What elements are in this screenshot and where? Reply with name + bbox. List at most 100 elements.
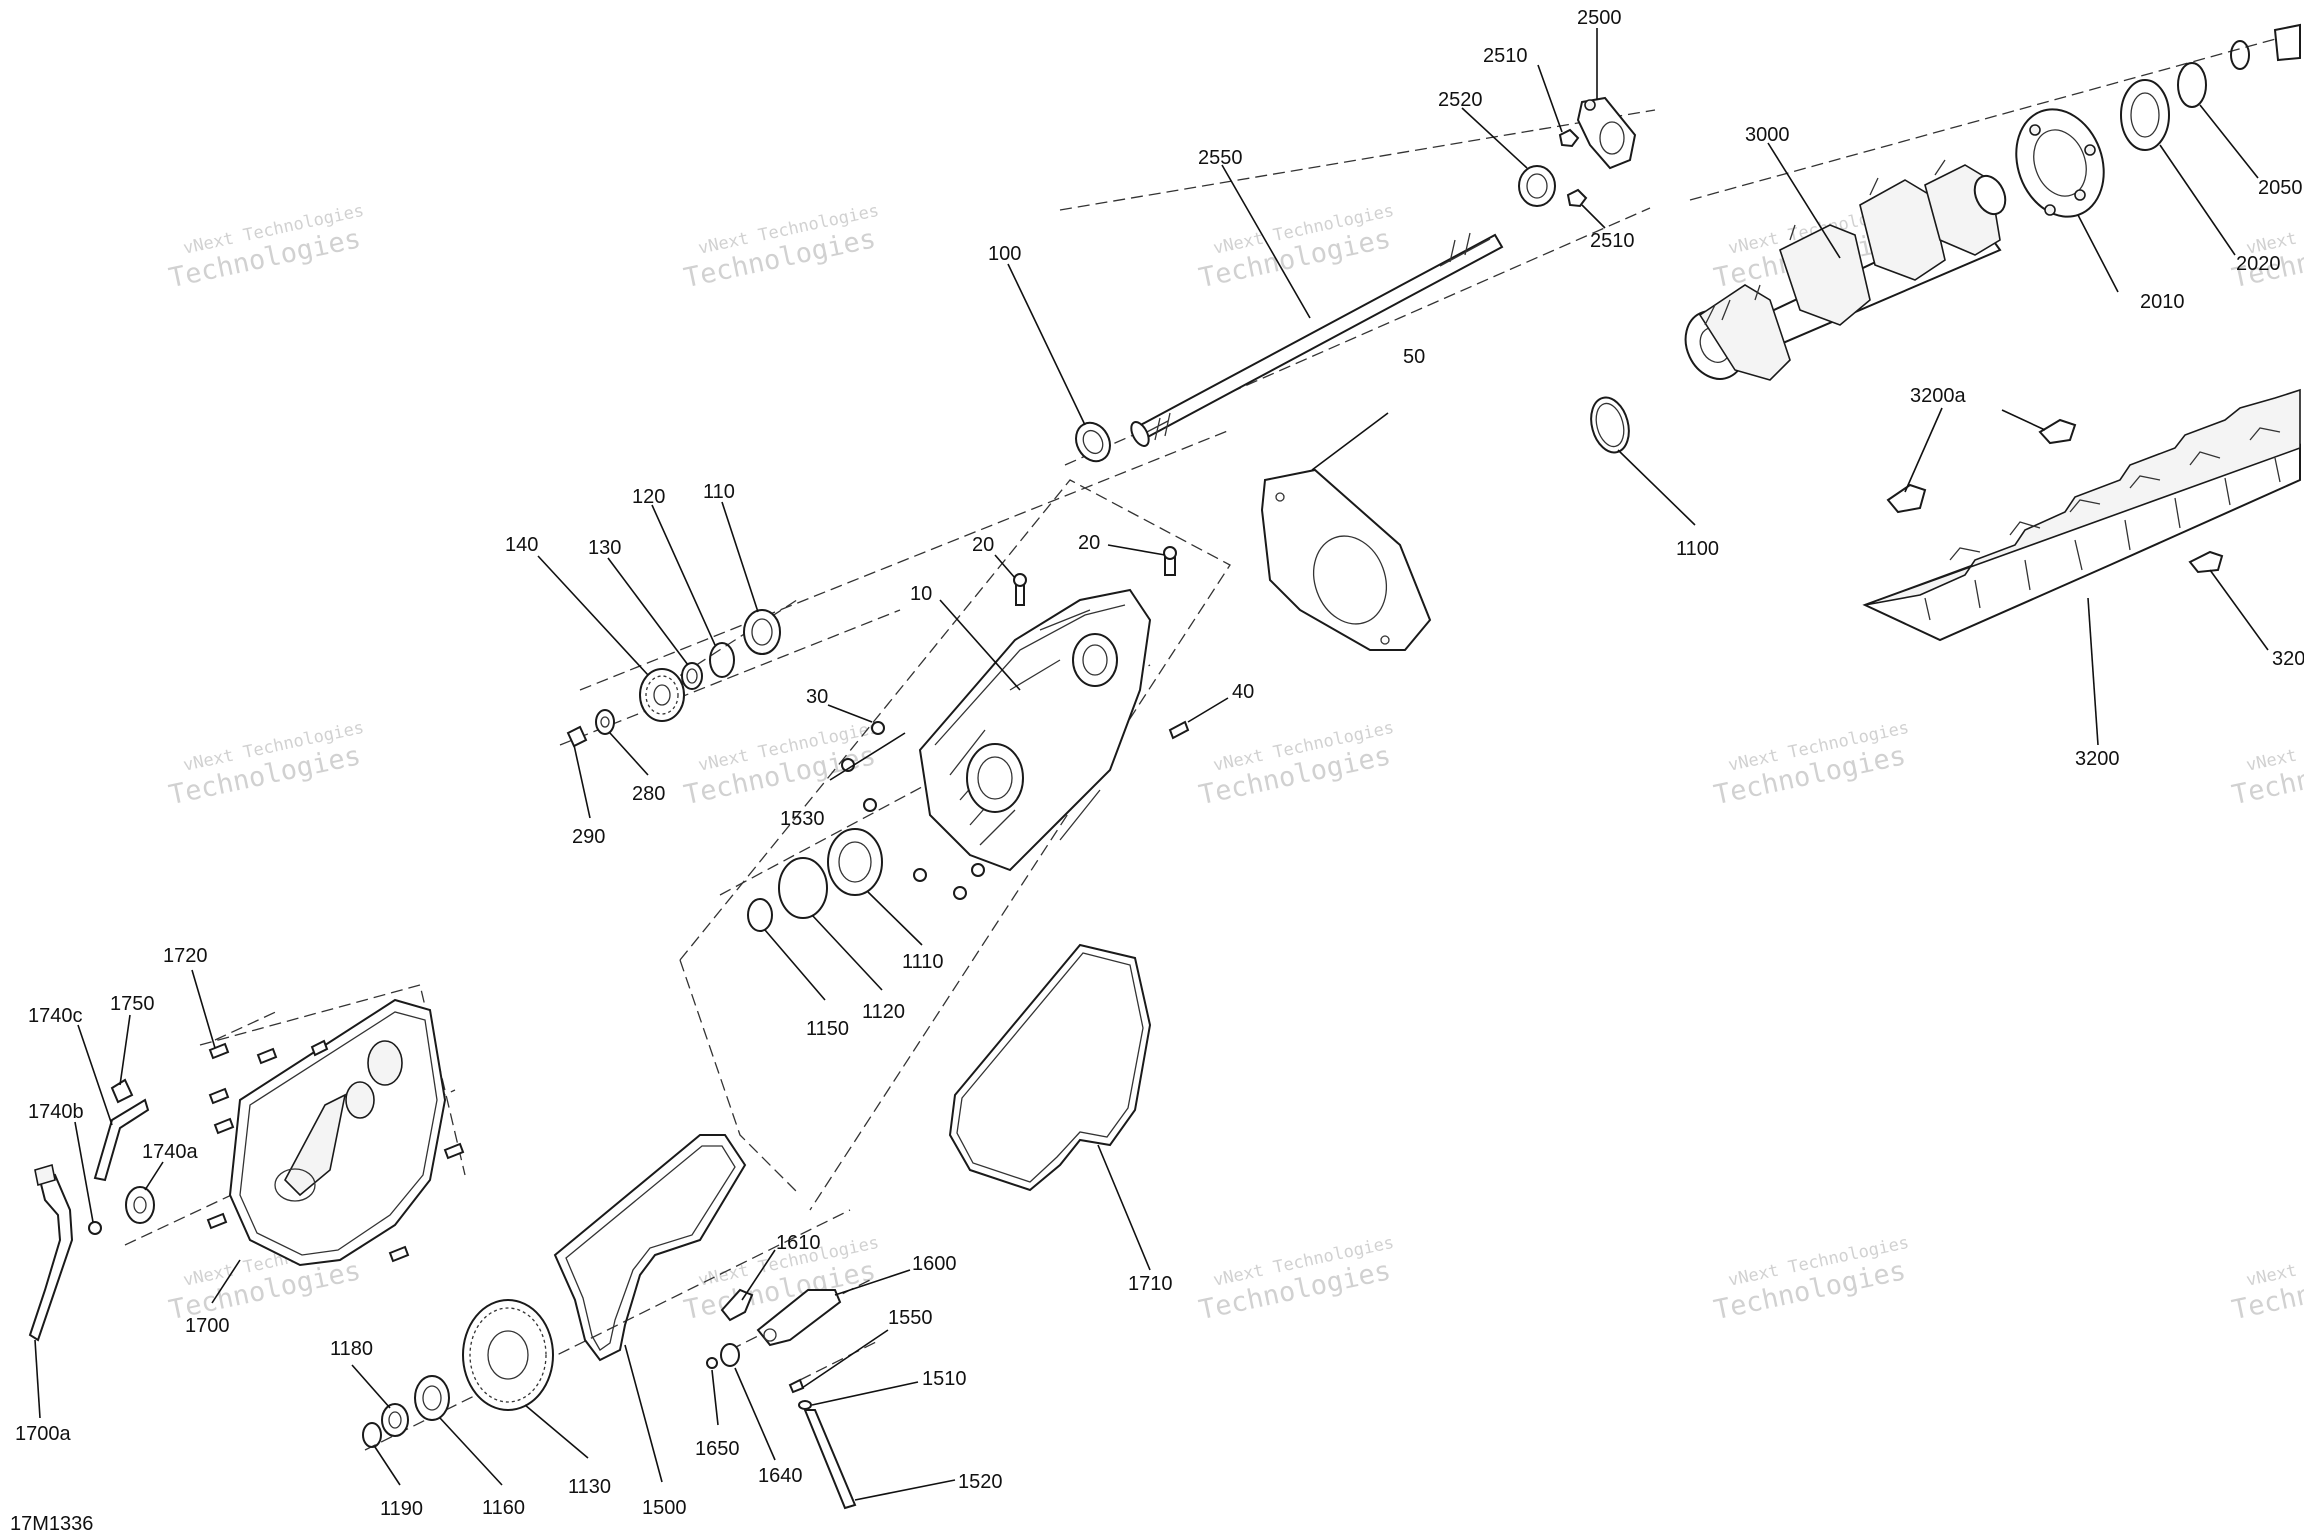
label-1550: 1550	[888, 1307, 933, 1329]
oring-1150[interactable]	[747, 898, 773, 932]
bearing-110[interactable]	[743, 609, 781, 655]
leader-3000	[1767, 142, 1841, 259]
leader-130	[607, 557, 689, 666]
washer-130[interactable]	[681, 662, 703, 690]
driveshaft[interactable]	[1128, 232, 1504, 449]
leader-1700a	[34, 1339, 41, 1419]
label-140: 140	[505, 534, 538, 556]
label-1740a: 1740a	[142, 1141, 198, 1163]
bushing-1640[interactable]	[720, 1343, 740, 1367]
clip-3200b[interactable]	[2188, 550, 2224, 574]
label-40: 40	[1232, 681, 1254, 703]
leader-1160	[439, 1417, 503, 1486]
leader-1740b	[74, 1121, 94, 1223]
bearing-housing-2500[interactable]	[1576, 96, 1637, 170]
cap-1750[interactable]	[110, 1078, 134, 1104]
leader-1120	[811, 914, 883, 991]
bolt-20-right[interactable]	[1163, 546, 1177, 576]
leader-1700	[211, 1259, 241, 1304]
label-2010: 2010	[2140, 291, 2185, 313]
drive-axle-3000[interactable]	[1675, 159, 2011, 389]
clip-1550[interactable]	[788, 1378, 805, 1394]
bolt-40[interactable]	[1168, 720, 1190, 740]
circlip-1120[interactable]	[778, 857, 828, 919]
circlip-1190[interactable]	[362, 1422, 382, 1448]
circlip-2050[interactable]	[2177, 62, 2207, 108]
track-3200[interactable]	[1862, 388, 2301, 642]
gear-140[interactable]	[639, 668, 685, 722]
gasket-1710[interactable]	[948, 943, 1152, 1192]
washer-280[interactable]	[595, 709, 615, 735]
seal-1110[interactable]	[827, 828, 883, 896]
washer-1650[interactable]	[706, 1357, 718, 1369]
spacer-1160[interactable]	[414, 1375, 450, 1421]
label-1110: 1110	[902, 951, 944, 973]
leader-3200a-left	[1904, 407, 1943, 493]
label-10: 10	[910, 583, 932, 605]
label-1700: 1700	[185, 1315, 230, 1337]
label-1700a: 1700a	[15, 1423, 71, 1445]
pin-1520[interactable]	[803, 1409, 857, 1510]
chaincase-cover-1700[interactable]	[228, 998, 447, 1267]
bolt-1720[interactable]	[206, 1039, 465, 1263]
label-2500: 2500	[1577, 7, 1622, 29]
nut-2510-top[interactable]	[1558, 128, 1580, 148]
leader-2510a	[1537, 64, 1563, 133]
watermark: vNext Technologies Technologies	[681, 201, 881, 294]
bracket-1700a[interactable]	[28, 1163, 74, 1342]
label-2510-bottom: 2510	[1590, 230, 1635, 252]
circlip-120[interactable]	[709, 642, 735, 678]
end-cap-top-right[interactable]	[2273, 23, 2301, 62]
part-labels: 10 20 20 30 40 50 100 110 120 130 140 28…	[10, 7, 2304, 1535]
chain-1500[interactable]	[553, 1134, 747, 1362]
label-20-left: 20	[972, 534, 994, 556]
chaincase-housing-10[interactable]	[918, 588, 1152, 872]
bolt-20-left[interactable]	[1013, 573, 1027, 606]
axis-upper-shaft-2	[1689, 34, 2291, 201]
ring-top-right[interactable]	[2230, 40, 2250, 70]
clip-3200a-right[interactable]	[2038, 418, 2077, 445]
nut-1530[interactable]	[841, 758, 985, 900]
label-3200-partial: 320	[2272, 648, 2304, 670]
tensioner-arm-1600[interactable]	[756, 1289, 842, 1347]
label-110: 110	[703, 481, 735, 503]
fitting-1740b[interactable]	[88, 1221, 102, 1235]
sprocket-1130[interactable]	[462, 1299, 554, 1411]
ring-1100[interactable]	[1585, 393, 1634, 456]
watermark: vNext Technologies Technologies	[2229, 718, 2304, 811]
bearing-2520[interactable]	[1518, 165, 1556, 207]
bolt-290[interactable]	[566, 725, 588, 748]
leader-2510b	[1581, 204, 1606, 229]
label-2550: 2550	[1198, 147, 1243, 169]
bearing-1180[interactable]	[381, 1403, 409, 1437]
leader-2010	[2077, 214, 2119, 293]
label-1120: 1120	[862, 1001, 905, 1023]
label-1190: 1190	[380, 1498, 423, 1520]
axis-lower-shaft	[579, 429, 1231, 691]
leader-50	[1311, 412, 1389, 471]
leader-2550	[1221, 164, 1311, 319]
washer-1510[interactable]	[798, 1400, 812, 1410]
label-1740c: 1740c	[28, 1005, 83, 1027]
hose-1740c[interactable]	[93, 1098, 150, 1182]
gasket-50[interactable]	[1260, 468, 1432, 651]
bearing-2020[interactable]	[2120, 79, 2170, 151]
watermark: vNext Technologies Technologies	[1196, 201, 1396, 294]
leader-140	[537, 555, 649, 676]
seal-100[interactable]	[1069, 417, 1116, 467]
leader-1100	[1617, 449, 1696, 526]
label-1740b: 1740b	[28, 1101, 84, 1123]
plug-1740a[interactable]	[125, 1186, 155, 1224]
label-1520: 1520	[958, 1471, 1003, 1493]
axis-housing-box	[679, 479, 1231, 1211]
nut-30[interactable]	[871, 721, 885, 735]
leader-1720	[191, 969, 216, 1049]
label-1720: 1720	[163, 945, 208, 967]
leader-3200b	[2209, 569, 2269, 651]
label-1640: 1640	[758, 1465, 803, 1487]
flange-2010[interactable]	[2002, 97, 2119, 229]
leader-1640	[734, 1367, 776, 1461]
label-1160: 1160	[482, 1497, 525, 1519]
leader-40	[1187, 697, 1229, 723]
nut-2510-bottom[interactable]	[1566, 188, 1588, 208]
